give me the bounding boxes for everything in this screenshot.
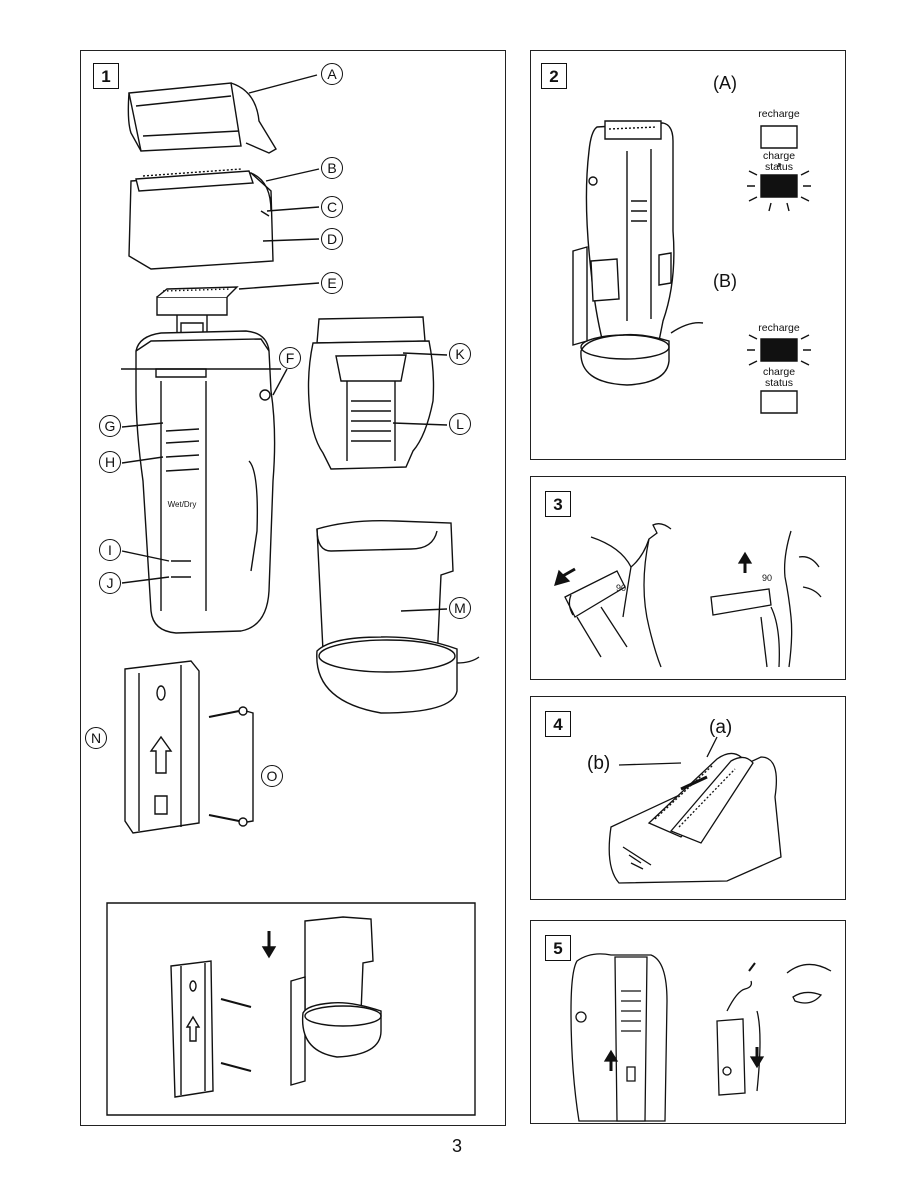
figure-panel-2: 2 (A) recharge charge status (B) recharg… (530, 50, 846, 460)
figure-panel-3: 3 90 90 (530, 476, 846, 680)
recharge-label-b: recharge (758, 322, 800, 334)
callout-K: K (449, 343, 471, 365)
callout-b: (b) (587, 753, 611, 774)
callout-F: F (279, 347, 301, 369)
page-number: 3 (452, 1136, 463, 1156)
state-label-b: (B) (713, 271, 737, 291)
trimmer-illustration (531, 921, 847, 1125)
figure-panel-5: 5 (530, 920, 846, 1124)
callout-E: E (321, 272, 343, 294)
callout-I: I (99, 539, 121, 561)
angle-label-right: 90 (761, 573, 772, 583)
callout-D: D (321, 228, 343, 250)
charging-shaver-illustration (531, 51, 847, 461)
callout-a: (a) (709, 717, 733, 738)
callout-H: H (99, 451, 121, 473)
charge-status-label-a-line1: charge (762, 150, 796, 162)
charge-status-label-b-line1: charge (762, 366, 796, 378)
shaver-head-illustration (531, 697, 847, 901)
callout-G: G (99, 415, 121, 437)
panel-number: 4 (545, 711, 571, 737)
callout-C: C (321, 196, 343, 218)
panel-number: 5 (545, 935, 571, 961)
charge-status-label-a-line2: status (764, 161, 793, 173)
callout-N: N (85, 727, 107, 749)
recharge-label-a: recharge (758, 108, 800, 120)
charge-status-label-b-line2: status (764, 377, 793, 389)
panel-number: 2 (541, 63, 567, 89)
callout-A: A (321, 63, 343, 85)
shaver-exploded-illustration (81, 51, 507, 1127)
callout-M: M (449, 597, 471, 619)
callout-B: B (321, 157, 343, 179)
shaver-model-text: Wet/Dry (167, 500, 197, 509)
panel-number: 1 (93, 63, 119, 89)
figure-panel-4: 4 (a) (b) (530, 696, 846, 900)
callout-L: L (449, 413, 471, 435)
figure-panel-1: 1 (80, 50, 506, 1126)
callout-J: J (99, 572, 121, 594)
shaving-technique-illustration (531, 477, 847, 681)
angle-label-left: 90 (615, 583, 626, 593)
state-label-a: (A) (713, 73, 737, 93)
panel-number: 3 (545, 491, 571, 517)
callout-O: O (261, 765, 283, 787)
